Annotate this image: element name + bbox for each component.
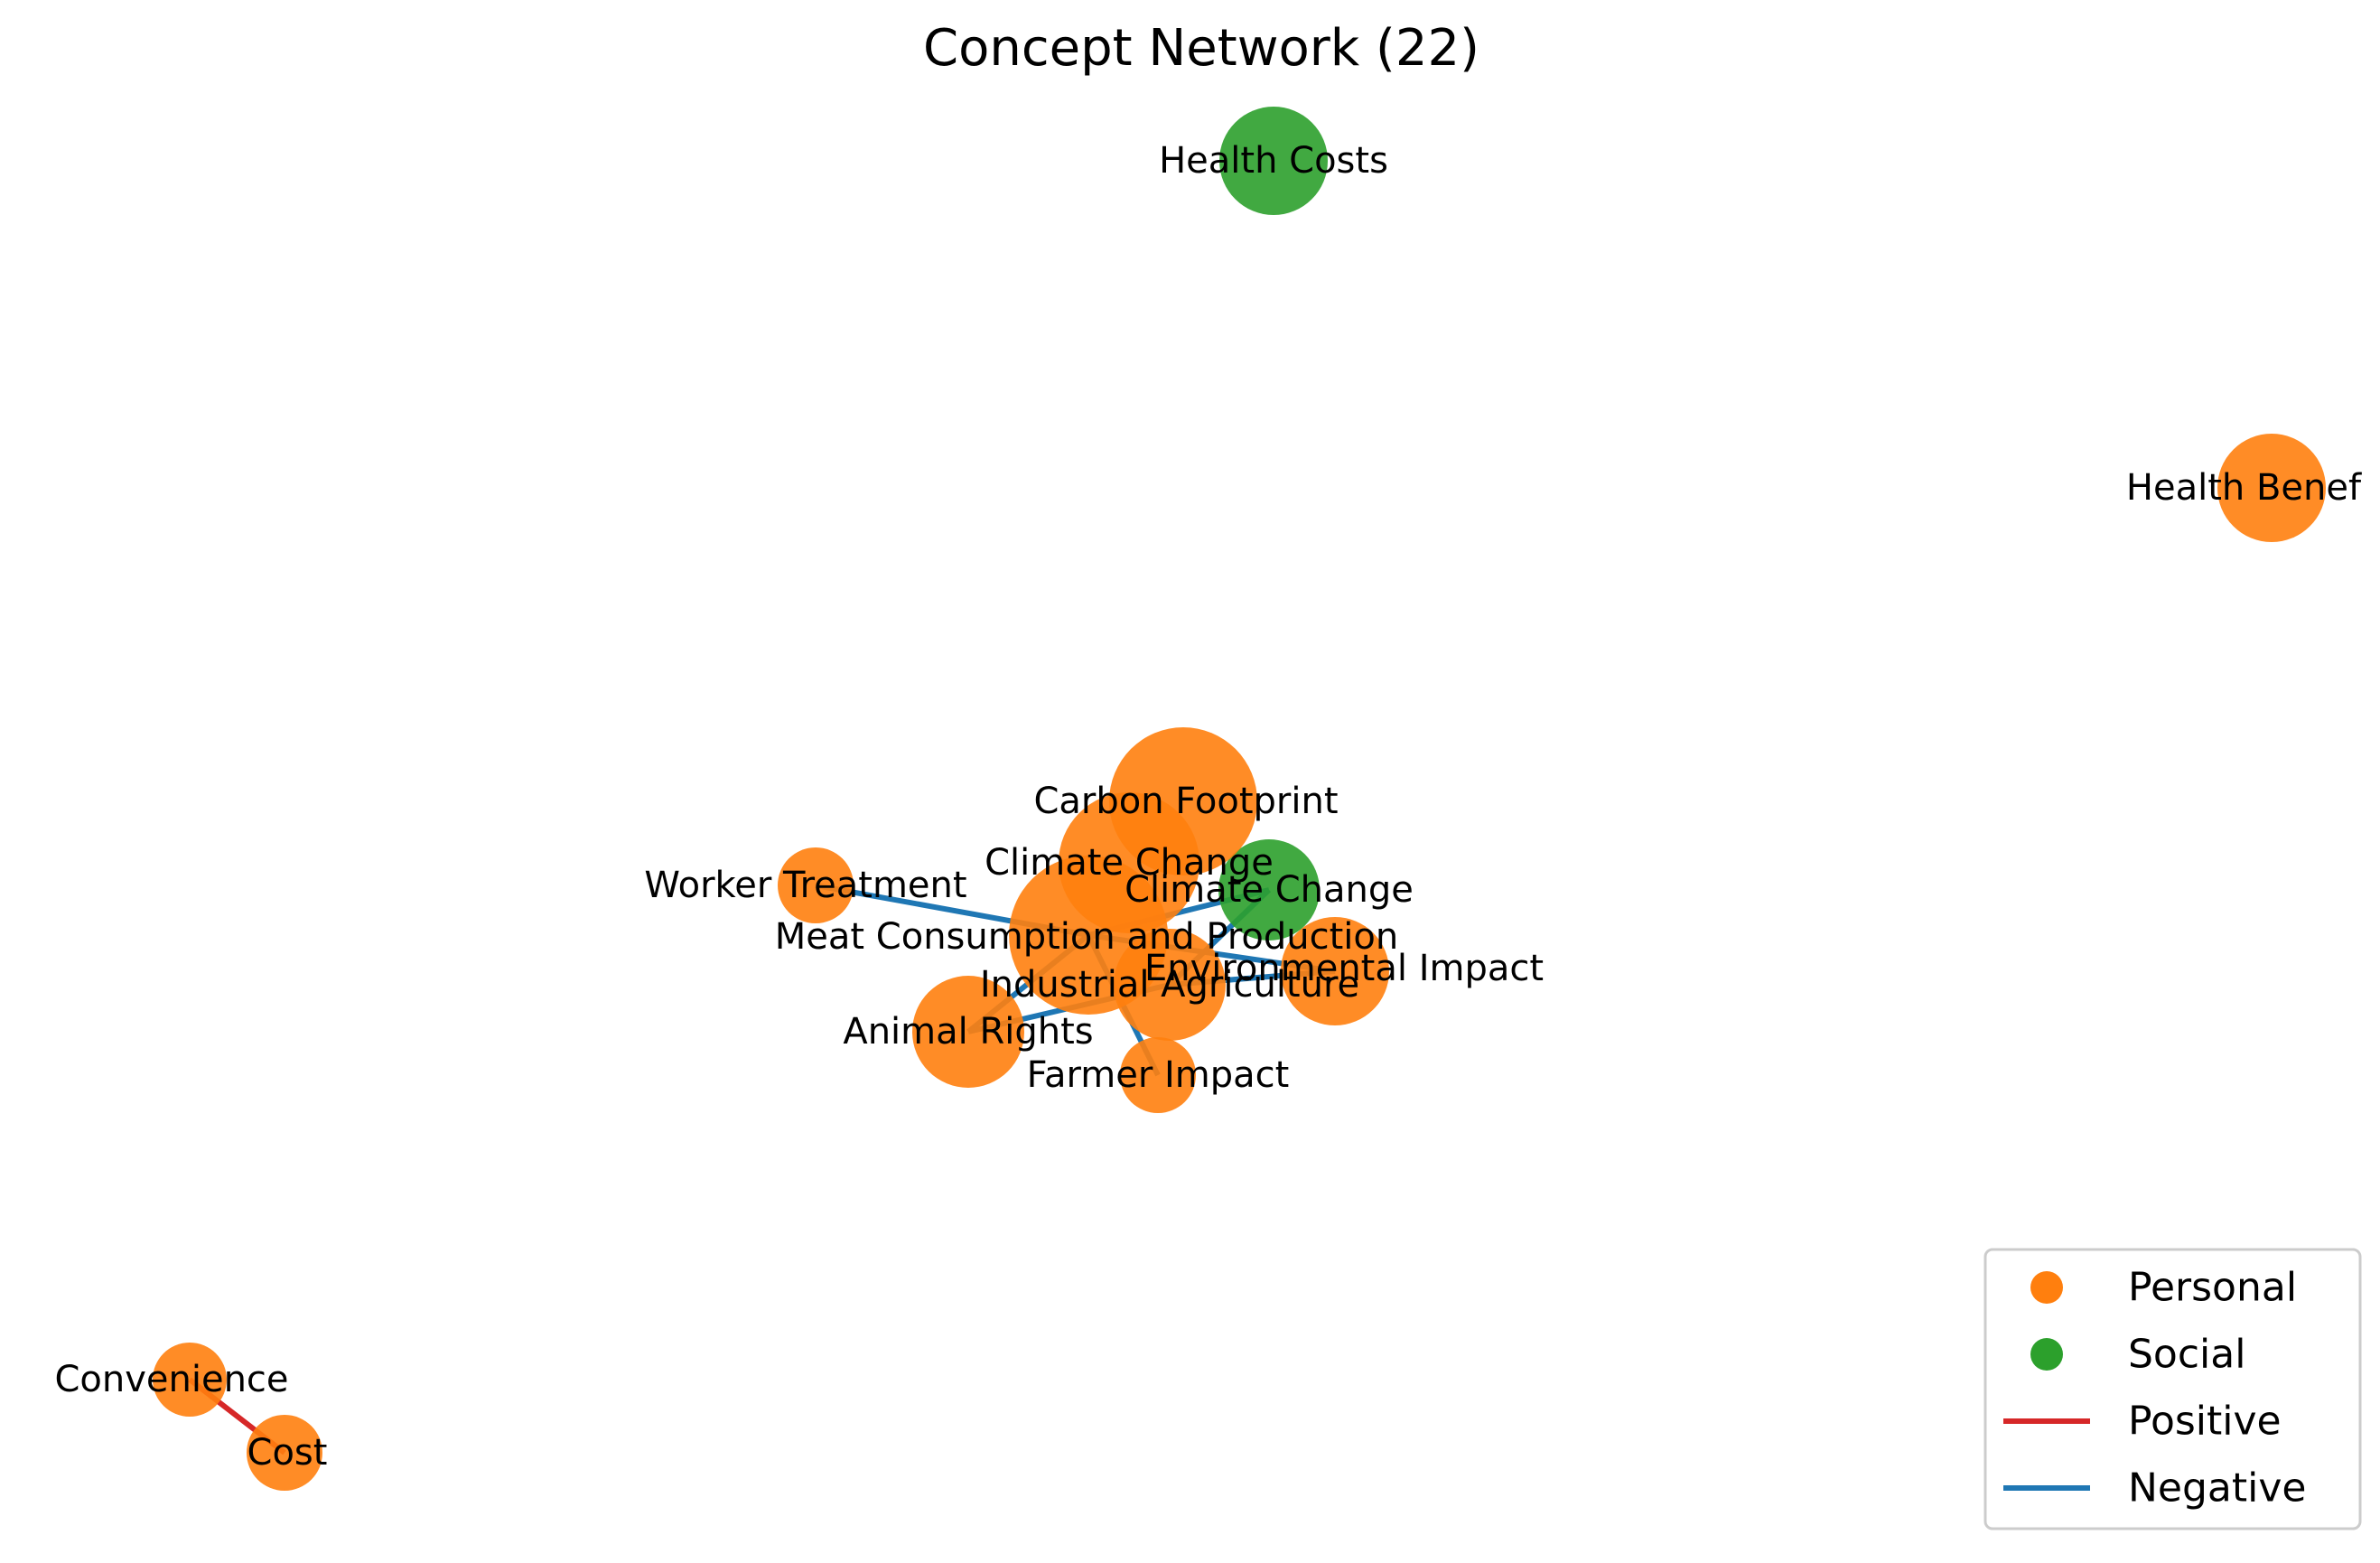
diagram-title: Concept Network (22) [923, 19, 1479, 78]
node-label-meat: Meat Consumption and Production [775, 916, 1398, 958]
legend-marker-personal [2030, 1271, 2063, 1304]
legend-label-social: Social [2128, 1332, 2245, 1378]
node-label-farmer: Farmer Impact [1027, 1054, 1290, 1096]
legend-label-negative: Negative [2128, 1465, 2306, 1512]
node-carbon [1109, 727, 1257, 875]
node-label-cost: Cost [247, 1432, 328, 1474]
node-environmental [1281, 917, 1389, 1025]
node-label-environmental: Environmental Impact [1144, 948, 1544, 989]
node-worker [778, 847, 854, 923]
nodes-layer [153, 107, 2326, 1491]
node-label-worker: Worker Treatment [644, 865, 966, 906]
node-cost [247, 1415, 322, 1491]
node-animal [912, 976, 1024, 1088]
legend-label-positive: Positive [2128, 1399, 2282, 1445]
legend-frame [1983, 1248, 2362, 1530]
node-climate2 [1218, 839, 1320, 941]
node-farmer [1120, 1037, 1196, 1113]
node-healthcosts [1219, 107, 1328, 215]
node-convenience [153, 1343, 227, 1417]
node-label-animal: Animal Rights [843, 1011, 1093, 1053]
node-label-carbon: Carbon Footprint [1033, 781, 1338, 822]
node-label-healthcosts: Health Costs [1159, 140, 1388, 182]
node-label-convenience: Convenience [54, 1359, 288, 1400]
node-label-industrial: Industrial Agriculture [980, 964, 1359, 1006]
node-label-climate1: Climate Change [985, 842, 1274, 884]
legend-label-personal: Personal [2128, 1265, 2297, 1311]
node-label-healthbenefits: Health Benef [2126, 467, 2362, 509]
legend-marker-social [2030, 1338, 2063, 1371]
node-healthbenefits [2217, 434, 2326, 542]
node-label-climate2: Climate Change [1125, 869, 1414, 911]
